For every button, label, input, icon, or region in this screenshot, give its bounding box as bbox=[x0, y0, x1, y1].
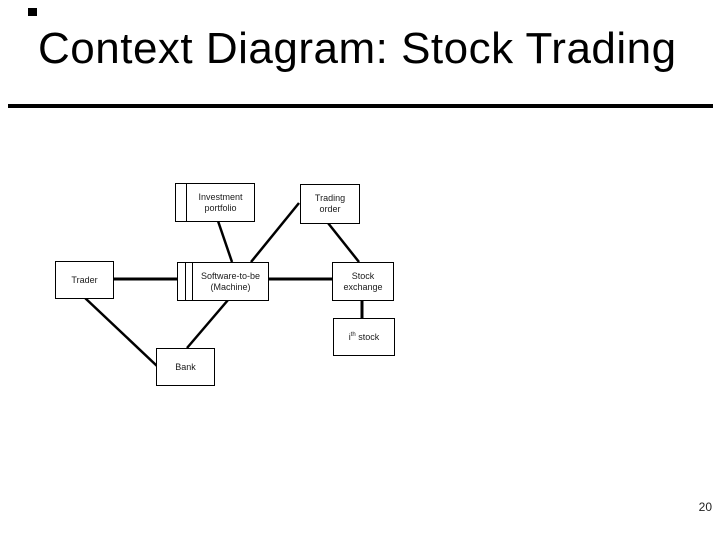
edge-trading-order-stock-exchange bbox=[327, 222, 360, 263]
node-trading-order-label-1: Trading bbox=[314, 193, 346, 203]
node-bank: Bank bbox=[156, 348, 215, 386]
ith-stock-superscript: th bbox=[350, 331, 356, 338]
edge-investment-portfolio-software-to-be bbox=[216, 220, 234, 263]
stray-mark bbox=[28, 8, 37, 16]
node-bank-label: Bank bbox=[175, 361, 196, 372]
machine-stripe-2 bbox=[192, 263, 193, 300]
domain-stripe bbox=[186, 184, 187, 221]
node-investment-portfolio-label-1: Investment bbox=[198, 191, 243, 202]
node-software-to-be-label-1: Software-to-be bbox=[200, 270, 261, 281]
title-underline bbox=[8, 104, 713, 108]
node-trader-label: Trader bbox=[71, 274, 98, 285]
node-ith-stock: ith stock bbox=[333, 318, 395, 356]
node-trader: Trader bbox=[55, 261, 114, 299]
node-trading-order-label-2: order bbox=[319, 204, 341, 214]
node-trading-order: Trading order bbox=[300, 184, 360, 224]
node-stock-exchange-label-2: exchange bbox=[343, 281, 383, 292]
edge-trader-bank bbox=[83, 296, 158, 367]
node-investment-portfolio: Investment portfolio bbox=[175, 183, 255, 222]
ith-stock-rest: stock bbox=[355, 331, 380, 342]
edge-trading-order-software-to-be bbox=[250, 202, 300, 263]
edge-software-to-be-bank bbox=[186, 299, 229, 349]
node-stock-exchange-label-1: Stock bbox=[351, 270, 375, 281]
node-investment-portfolio-label-2: portfolio bbox=[204, 202, 237, 213]
node-software-to-be-label-2: (Machine) bbox=[210, 281, 251, 292]
node-ith-stock-label: ith stock bbox=[349, 332, 380, 343]
node-software-to-be: Software-to-be (Machine) bbox=[177, 262, 269, 301]
page-number: 20 bbox=[698, 500, 712, 514]
ith-stock-base: i bbox=[348, 331, 351, 342]
machine-stripe-1 bbox=[185, 263, 186, 300]
slide-title: Context Diagram: Stock Trading bbox=[38, 24, 677, 73]
node-stock-exchange: Stock exchange bbox=[332, 262, 394, 301]
